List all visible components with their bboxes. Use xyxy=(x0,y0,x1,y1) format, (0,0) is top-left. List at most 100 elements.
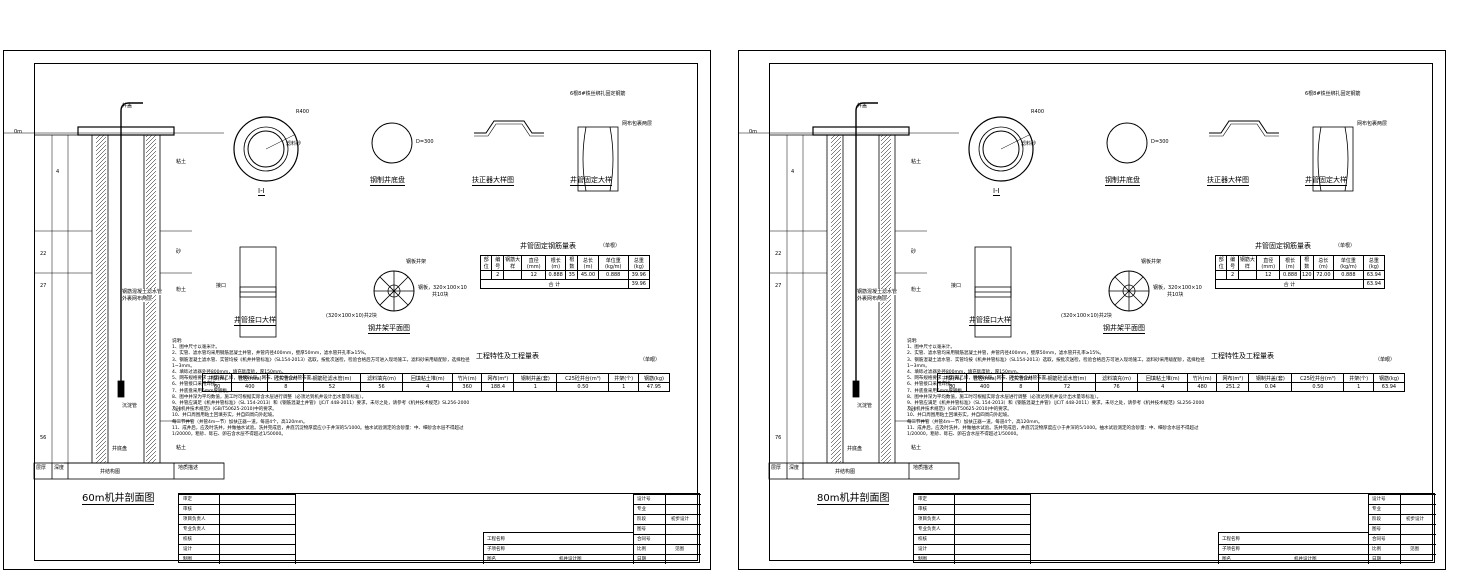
screen-wrap-label: 外裹网布两层 xyxy=(857,296,888,302)
title-block-right-label: 设计号 xyxy=(1372,497,1386,502)
plate-diameter-label: D=300 xyxy=(1151,139,1169,145)
quantity-value-cell: 4 xyxy=(1137,382,1188,392)
note-line: 1、图中尺寸以毫米计。 xyxy=(907,345,955,351)
settling-pipe-label: 沉淀管 xyxy=(857,403,873,409)
section-1-1-title: Ⅰ-Ⅰ xyxy=(258,187,265,196)
quantity-header-cell: 竹片(m) xyxy=(1186,373,1218,383)
steel-table-unit: （单根） xyxy=(600,243,621,249)
quantity-header-cell: 网布(m²) xyxy=(1216,373,1250,383)
quantity-header-cell: 钢制井盖(套) xyxy=(1248,373,1293,383)
steel-table-title: 井管固定钢筋量表 xyxy=(520,242,576,250)
quantity-value-cell: 63.94 xyxy=(1372,382,1406,392)
stratum-2: 砂 xyxy=(176,249,182,255)
note-line: 8、图中井深为平均数值，施工时可根据实际含水层进行调整（必须达到机井设计出水量等… xyxy=(907,394,1102,400)
steel-header-cell: 单位重(kg/m) xyxy=(597,255,629,271)
quantity-header-cell: 管径(mm) xyxy=(231,373,269,383)
bottom-plate-title: 钢制井底盘 xyxy=(1105,176,1140,186)
drawing-sheet-1: 0m 4 22 27 56 粘土 砂 粉土 砂 粘土 井盖 钢筋混凝土滤水管 外… xyxy=(3,50,711,570)
filter-sand-label: 滤料砂 xyxy=(1021,141,1037,147)
steel-header-cell: 根长(m) xyxy=(1279,255,1301,271)
quantity-value-cell: 0.04 xyxy=(1248,382,1293,392)
note-line: 8、图中井深为平均数值，施工时可根据实际含水层进行调整（必须达到机井设计出水量等… xyxy=(172,394,367,400)
quantity-header-cell: 钢筋砼滤水管(m) xyxy=(1038,373,1096,383)
quantity-value-cell: 400 xyxy=(966,382,1004,392)
well-cover-label: 井盖 xyxy=(857,103,868,109)
steel-value-cell: 0.888 xyxy=(544,270,567,280)
wire-note: 6根8#铁丝绑扎固定钢筋 xyxy=(1305,91,1361,97)
title-block-right-label: 图号 xyxy=(637,527,646,532)
title-block-left-label: 校核 xyxy=(918,537,927,542)
steel-header-cell: 总重(kg) xyxy=(627,255,651,271)
notes-title: 说明: xyxy=(172,339,183,344)
title-block-left-label: 制图 xyxy=(183,557,192,562)
title-block-right-label: 合同号 xyxy=(637,537,651,542)
quantity-value-cell: 0.50 xyxy=(1291,382,1345,392)
quantity-table: 井深(m)管径(mm)砼实管(m)钢筋砼滤水管(m)滤料填充(m)回填粘土堆(m… xyxy=(201,373,671,392)
project-name-label: 工程名称 xyxy=(1222,537,1240,542)
quantity-value-cell: 52 xyxy=(303,382,361,392)
quantity-value-cell: 56 xyxy=(359,382,404,392)
steel-value-cell: 0.888 xyxy=(597,270,629,280)
layer-depth-2: 22 xyxy=(40,251,47,257)
well-section-title: 80m机井剖面图 xyxy=(817,489,890,505)
quantity-header-cell: 滤料填充(m) xyxy=(1094,373,1139,383)
bottom-plate-title: 钢制井底盘 xyxy=(370,176,405,186)
drawing-name-value: 机井设计图 xyxy=(1294,557,1317,562)
title-block-left-label: 专业负责人 xyxy=(918,527,941,532)
title-block-right-label: 专业 xyxy=(637,507,646,512)
stratum-1: 粘土 xyxy=(911,159,922,165)
steel-table: 部位编号钢筋大样直径(mm)根长(m)根数总长(m)单位重(kg/m)总重(kg… xyxy=(479,255,651,289)
steel-header-cell: 根数 xyxy=(1299,255,1314,271)
stratum-4: 砂 xyxy=(176,407,182,413)
quantity-header-cell: 井架(个) xyxy=(1343,373,1374,383)
title-block-left-label: 审核 xyxy=(918,507,927,512)
quantity-header-cell: 回填粘土堆(m) xyxy=(402,373,453,383)
title-block-right-label: 日期 xyxy=(1372,557,1381,562)
depth-top-label: 0m xyxy=(749,129,758,135)
scale-value: 见图 xyxy=(675,547,684,552)
sub-project-label: 子项名称 xyxy=(487,547,505,552)
steel-table-title: 井管固定钢筋量表 xyxy=(1255,242,1311,250)
steel-frame-label: 钢板井架 xyxy=(1141,259,1162,265)
steel-header-cell: 编号 xyxy=(1226,255,1239,271)
layer-depth-4: 76 xyxy=(775,435,782,441)
stratum-3: 粉土 xyxy=(176,287,187,293)
note-line: 11、成井后，应及时洗井，并做抽水试验。洗井完成后，井底沉淀物厚度应小于井深的5… xyxy=(907,425,1199,438)
joint-label: 接口 xyxy=(216,283,227,289)
steel-value-cell: 45.00 xyxy=(577,270,599,280)
stratum-5: 粘土 xyxy=(176,445,187,451)
geology-label: 地质描述 xyxy=(178,465,199,471)
steel-value-cell: 0.888 xyxy=(1333,270,1364,280)
quantity-value-cell: 360 xyxy=(451,382,483,392)
steel-header-cell: 单位重(kg/m) xyxy=(1333,255,1364,271)
steel-total-value: 63.94 xyxy=(1362,279,1386,289)
note-line: 7、井底盘采用5mm厚钢板。 xyxy=(172,388,232,394)
title-block-right-label: 图号 xyxy=(1372,527,1381,532)
steel-value-cell: 120 xyxy=(1299,270,1314,280)
fix-detail-title: 井管固定大样 xyxy=(1305,176,1347,186)
quantity-value-cell: 188.4 xyxy=(481,382,515,392)
quantity-header-cell: 管径(mm) xyxy=(966,373,1004,383)
stage-value: 初步设计 xyxy=(671,517,689,522)
quantity-value-cell: 1 xyxy=(608,382,639,392)
steel-header-cell: 部位 xyxy=(1214,255,1228,271)
steel-value-cell: 35 xyxy=(565,270,579,280)
stratum-1: 粘土 xyxy=(176,159,187,165)
title-block: 审定审核项目负责人专业负责人校核设计制图设计号专业阶段图号合同号比例日期工程名称… xyxy=(913,493,1436,564)
screen-pipe-label: 钢筋混凝土滤水管 xyxy=(857,289,898,295)
drawing-name-value: 机井设计图 xyxy=(559,557,582,562)
filter-sand-label: 滤料砂 xyxy=(286,141,302,147)
joint-detail-title: 井管接口大样 xyxy=(969,316,1011,326)
title-block-left-label: 项目负责人 xyxy=(183,517,206,522)
title-block-left-label: 审核 xyxy=(183,507,192,512)
steel-header-cell: 直径(mm) xyxy=(521,255,546,271)
frame-size-label: (320×100×10)共2块 xyxy=(1061,313,1112,319)
net-note: 网布包裹两层 xyxy=(622,121,653,127)
joint-detail-title: 井管接口大样 xyxy=(234,316,276,326)
r400-label: R400 xyxy=(1031,109,1045,115)
project-name-label: 工程名称 xyxy=(487,537,505,542)
section-1-1-title: Ⅰ-Ⅰ xyxy=(993,187,1000,196)
wire-note: 6根8#铁丝绑扎固定钢筋 xyxy=(570,91,626,97)
steel-total-value: 39.96 xyxy=(627,279,651,289)
layer-depth-4: 56 xyxy=(40,435,47,441)
